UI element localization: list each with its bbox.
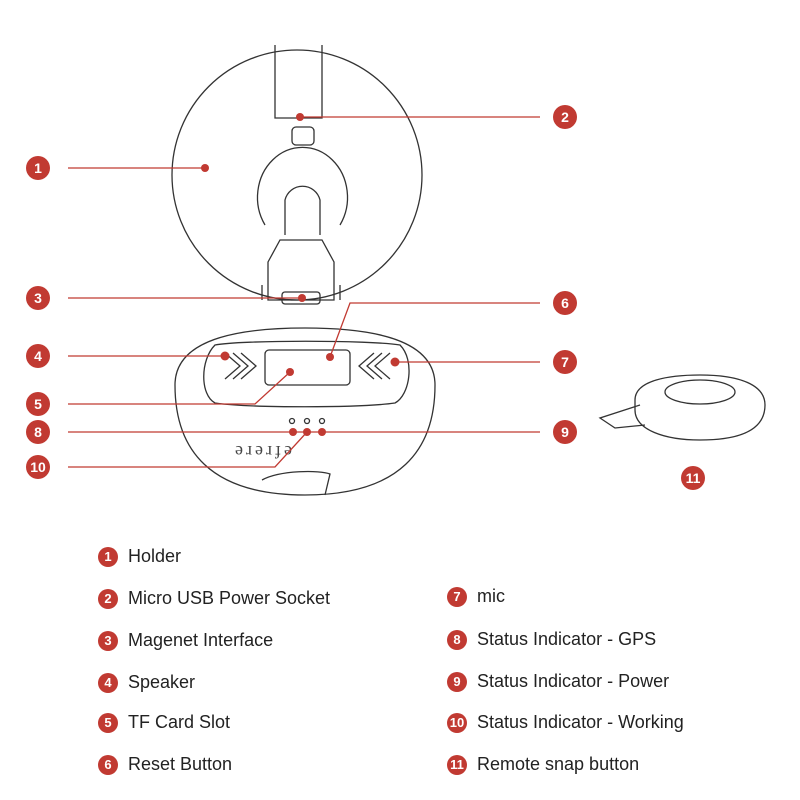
legend-item: 5 TF Card Slot [98,712,230,733]
legend-badge: 11 [447,754,467,775]
legend-item: 10 Status Indicator - Working [447,712,684,733]
legend-label: mic [477,586,505,606]
callout-11: 11 [686,470,701,486]
legend-badge: 1 [98,546,118,567]
legend-badge: 4 [98,672,118,693]
legend-item: 8 Status Indicator - GPS [447,629,656,650]
callout-5: 5 [34,396,42,412]
legend-label: Status Indicator - Working [477,712,684,732]
legend-badge: 2 [98,588,118,609]
legend-label: Micro USB Power Socket [128,588,331,608]
callout-7: 7 [561,354,569,370]
callout-3: 3 [34,290,42,306]
legend-item: 6 Reset Button [98,754,232,775]
legend-label: Status Indicator - Power [477,671,670,691]
legend-label: Magenet Interface [128,630,274,650]
holder-drawing [171,45,423,305]
legend-badge: 9 [447,671,467,692]
legend-label: Reset Button [128,754,233,774]
device-logo: efrere [232,442,292,462]
callout-2: 2 [561,109,569,125]
legend-badge: 10 [447,712,467,733]
callout-8: 8 [34,424,42,440]
callout-badges: 1 2 3 4 5 6 7 8 9 10 11 [26,105,705,490]
legend-badge: 8 [447,629,467,650]
leader-lines [68,116,540,468]
legend-label: Speaker [128,672,196,692]
callout-1: 1 [34,160,42,176]
callout-6: 6 [561,295,569,311]
legend-item: 3 Magenet Interface [98,630,273,651]
legend-label: TF Card Slot [128,712,231,732]
callout-9: 9 [561,424,569,440]
legend-badge: 3 [98,630,118,651]
legend-label: Status Indicator - GPS [477,629,657,649]
callout-10: 10 [30,459,46,475]
legend-badge: 6 [98,754,118,775]
legend-badge: 7 [447,586,467,607]
legend-item: 2 Micro USB Power Socket [98,588,330,609]
legend-item: 1 Holder [98,546,181,567]
legend-label: Holder [128,546,182,566]
legend-item: 7 mic [447,586,505,607]
legend-item: 4 Speaker [98,672,195,693]
callout-4: 4 [34,348,42,364]
marker-dots [201,113,400,436]
legend-item: 11 Remote snap button [447,754,639,775]
remote-drawing [598,374,766,441]
legend-item: 9 Status Indicator - Power [447,671,669,692]
legend-badge: 5 [98,712,118,733]
product-diagram: efrere 1 2 3 4 5 6 7 8 9 10 11 [26,45,766,496]
legend-label: Remote snap button [477,754,640,774]
camera-drawing [174,327,436,496]
